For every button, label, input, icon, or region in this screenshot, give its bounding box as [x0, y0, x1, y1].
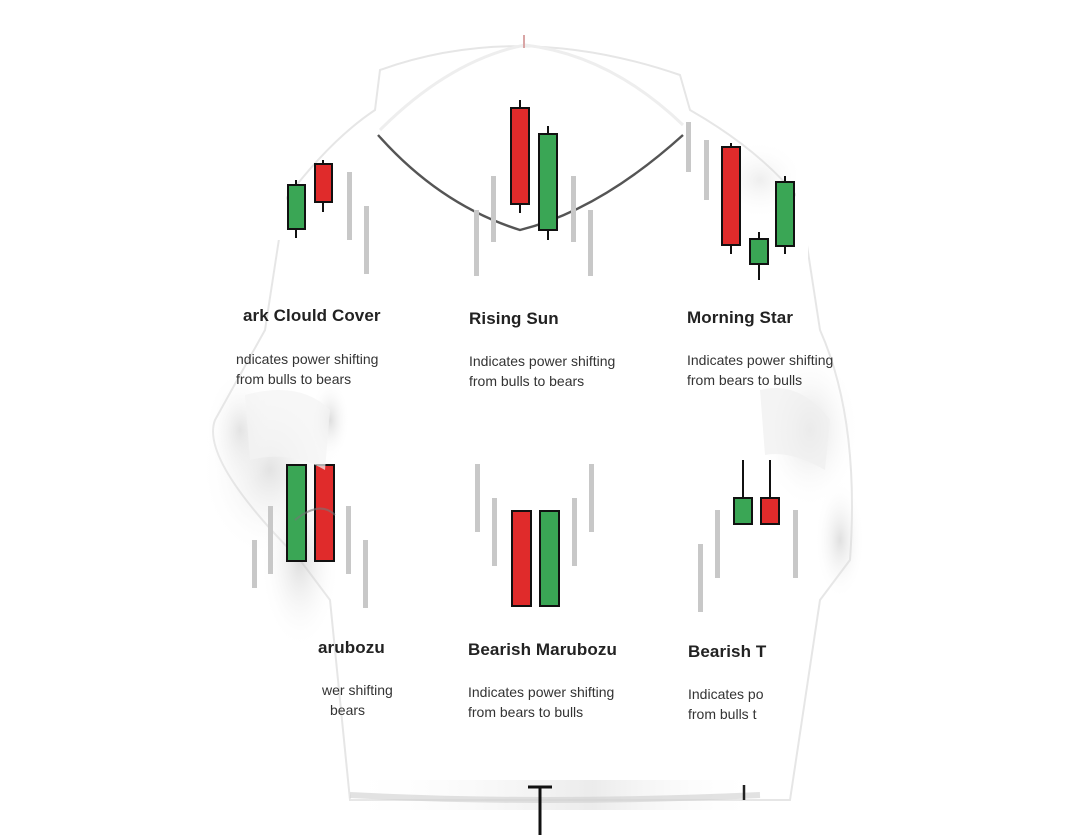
ghost-candle — [698, 544, 703, 612]
pattern-bearish-tweezer-candles — [698, 460, 798, 612]
pattern-description-line: Indicates power shifting — [468, 684, 615, 700]
pattern-description-line: Indicates power shifting — [687, 352, 834, 368]
pattern-description-line: from bears to bulls — [468, 704, 584, 720]
ghost-candle — [346, 506, 351, 574]
bullish-candle — [287, 180, 306, 238]
ghost-candle — [474, 210, 479, 276]
ghost-candle — [492, 498, 497, 566]
pattern-description-line: bears — [330, 702, 366, 718]
pattern-bearish-marubozu-candles — [475, 464, 594, 607]
pattern-description-line: from bulls t — [688, 706, 757, 722]
bullish-candle — [539, 510, 560, 607]
ghost-candle — [589, 464, 594, 532]
pattern-description: ndicates power shifting from bulls to be… — [236, 349, 406, 389]
bearish-candle — [760, 460, 780, 525]
ghost-candle — [572, 498, 577, 566]
pattern-description: Indicates power shifting from bears to b… — [687, 350, 857, 390]
ghost-candle — [571, 176, 576, 242]
pattern-description: Indicates power shifting from bulls to b… — [469, 351, 639, 391]
bullish-candle — [286, 464, 307, 562]
bearish-candle — [314, 160, 333, 212]
pattern-description-line: from bulls to bears — [469, 373, 585, 389]
pattern-title: ark Clould Cover — [243, 306, 381, 325]
pattern-title: Rising Sun — [469, 309, 559, 328]
bearish-candle — [510, 100, 530, 213]
bullish-candle — [733, 460, 753, 525]
pattern-dark-cloud-cover-candles — [276, 160, 369, 274]
ghost-candle — [252, 540, 257, 588]
pattern-description-line: ndicates power shifting — [236, 351, 379, 367]
ghost-candle — [686, 122, 691, 172]
pattern-marubozu-candles — [252, 464, 368, 608]
pattern-description-line: Indicates power shifting — [469, 353, 616, 369]
bearish-candle — [721, 143, 741, 254]
pattern-rising-sun-candles — [474, 100, 593, 276]
ghost-candle — [704, 140, 709, 200]
pattern-description-line: from bulls to bears — [236, 371, 352, 387]
pattern-title: Morning Star — [687, 308, 794, 327]
ghost-candle — [347, 172, 352, 240]
pattern-title: Bearish Marubozu — [468, 640, 617, 659]
pattern-description: wer shifting bears — [322, 680, 412, 720]
ghost-candle — [475, 464, 480, 532]
pattern-description-line: wer shifting — [322, 682, 393, 698]
ghost-candle — [268, 506, 273, 574]
ghost-candle — [793, 510, 798, 578]
ghost-candle — [715, 510, 720, 578]
pattern-title: arubozu — [318, 638, 385, 657]
bullish-candle — [538, 126, 558, 240]
bullish-candle — [749, 232, 769, 280]
pattern-description-line: Indicates po — [688, 686, 764, 702]
ghost-candle — [363, 540, 368, 608]
ghost-candle — [491, 176, 496, 242]
ghost-candle — [364, 206, 369, 274]
pattern-morning-star-candles — [686, 122, 808, 280]
pattern-description: Indicates power shifting from bears to b… — [468, 682, 638, 722]
bullish-candle — [775, 176, 795, 254]
bearish-candle — [511, 510, 532, 607]
pattern-description: Indicates po from bulls t — [688, 684, 770, 724]
ghost-candle — [588, 210, 593, 276]
pattern-title: Bearish T — [688, 642, 767, 661]
pattern-description-line: from bears to bulls — [687, 372, 803, 388]
